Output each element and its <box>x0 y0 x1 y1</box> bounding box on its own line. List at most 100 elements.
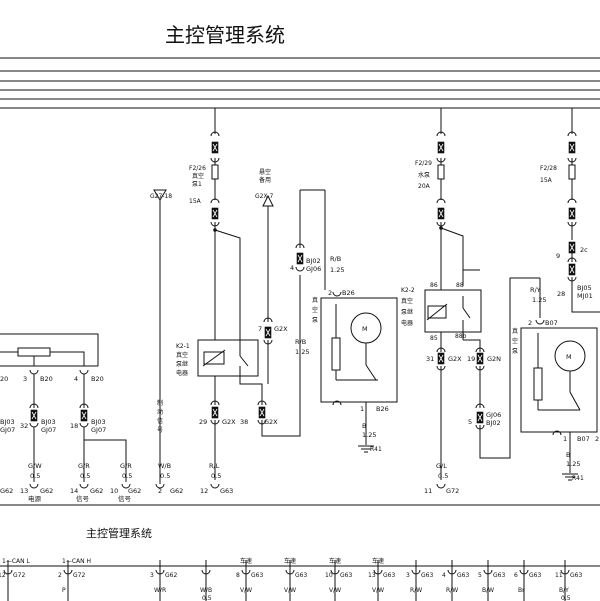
bottom-connector-icon <box>560 569 570 575</box>
bottom-wire-color: R/W <box>410 587 422 594</box>
svg-text:0.5: 0.5 <box>30 472 40 480</box>
svg-text:12: 12 <box>200 487 208 495</box>
bottom-wire-color: W/R <box>154 587 166 594</box>
fuse-f2-28: F2/28 <box>540 165 557 172</box>
bottom-pin: 4 <box>442 572 446 579</box>
svg-text:31: 31 <box>426 355 434 363</box>
svg-text:信号: 信号 <box>118 494 132 503</box>
bottom-connector-icon <box>483 569 493 575</box>
fuse-icon <box>437 164 445 180</box>
svg-text:G62: G62 <box>128 487 141 495</box>
svg-text:B07: B07 <box>545 319 558 327</box>
svg-text:悬空: 悬空 <box>259 168 271 176</box>
svg-text:88: 88 <box>456 282 464 289</box>
bottom-pin: 13 <box>368 572 376 579</box>
svg-text:真空: 真空 <box>192 172 204 180</box>
bottom-label-top: 车速 <box>329 557 341 565</box>
bottom-pin: 3 <box>406 572 410 579</box>
svg-text:3: 3 <box>23 375 27 383</box>
fuse-f2-29: F2/29 <box>415 160 432 167</box>
svg-text:真: 真 <box>312 296 318 304</box>
svg-text:GJ06: GJ06 <box>306 265 321 273</box>
svg-text:2: 2 <box>528 319 532 327</box>
svg-text:11: 11 <box>424 487 432 495</box>
spare-arrow-icon <box>262 194 274 207</box>
bottom-conn: G63 <box>493 572 505 579</box>
brake-signal-circuit: G27-18 制 动 信 号 W/B 0.5 2 G62 <box>150 189 183 495</box>
svg-text:G63: G63 <box>220 487 233 495</box>
svg-text:MJ01: MJ01 <box>577 292 593 300</box>
svg-text:38: 38 <box>240 418 248 426</box>
svg-text:9: 9 <box>556 252 560 260</box>
svg-text:20A: 20A <box>418 183 431 190</box>
bottom-conn: G63 <box>295 572 307 579</box>
svg-text:2c: 2c <box>580 246 588 254</box>
left-sensor-circuit: 20 3 B20 4 B20 BJ03 GJ07 32 BJ03 GJ07 18… <box>0 333 141 503</box>
svg-text:BJ03: BJ03 <box>91 418 106 426</box>
bottom-connector-icon <box>330 569 340 575</box>
bottom-connector-icon <box>155 569 165 575</box>
svg-text:备用: 备用 <box>259 176 271 184</box>
svg-text:B26: B26 <box>342 289 355 297</box>
bottom-conn: G72 <box>13 572 25 579</box>
svg-text:0.5: 0.5 <box>122 472 132 480</box>
svg-text:G62: G62 <box>0 487 13 495</box>
bottom-connector-icon <box>63 569 73 575</box>
diagram-title: 主控管理系统 <box>165 23 285 47</box>
svg-text:电器: 电器 <box>401 319 413 327</box>
svg-text:1: 1 <box>360 405 364 413</box>
svg-text:G/R: G/R <box>78 462 90 470</box>
svg-text:动: 动 <box>157 409 163 416</box>
bottom-wire-color: V/W <box>372 587 384 594</box>
svg-text:G62: G62 <box>90 487 103 495</box>
svg-text:4: 4 <box>74 375 78 383</box>
svg-text:20: 20 <box>0 375 8 383</box>
vacuum-pump-2-circuit: F2/28 15A 9 2c 28 BJ05 MJ01 R/Y 1.25 2 B… <box>512 108 600 482</box>
bottom-conn: G63 <box>529 572 541 579</box>
bottom-connector-icon <box>411 569 421 575</box>
bottom-wire-color: Br <box>518 587 525 594</box>
svg-text:86: 86 <box>430 282 438 289</box>
bottom-connector-row: 1—CAN L12G721—CAN H2G72P3G62W/RW/B0.5车速8… <box>0 557 582 601</box>
bottom-label-top: 1—CAN H <box>62 558 91 565</box>
svg-text:2: 2 <box>595 435 599 443</box>
bottom-pin: 12 <box>0 572 6 579</box>
svg-text:BJ03: BJ03 <box>41 418 56 426</box>
svg-text:G/R: G/R <box>120 462 132 470</box>
svg-text:GJ06: GJ06 <box>486 411 501 419</box>
svg-text:5: 5 <box>468 418 472 426</box>
svg-text:R41: R41 <box>370 446 382 453</box>
bottom-pin: 2 <box>58 572 62 579</box>
bottom-label-top: 1—CAN L <box>2 558 31 565</box>
svg-text:泵1: 泵1 <box>192 181 202 188</box>
bottom-connector-icon <box>285 569 295 575</box>
svg-text:R/L: R/L <box>209 462 220 470</box>
svg-text:2: 2 <box>328 289 332 297</box>
svg-text:15A: 15A <box>540 177 553 184</box>
bottom-connector-icon <box>3 569 13 575</box>
svg-text:B07: B07 <box>577 435 590 443</box>
bottom-pin: 10 <box>325 572 333 579</box>
svg-text:W/B: W/B <box>158 462 171 470</box>
svg-text:真: 真 <box>512 327 518 335</box>
svg-text:85: 85 <box>430 335 438 342</box>
svg-text:1.25: 1.25 <box>362 431 376 439</box>
svg-text:G27-18: G27-18 <box>150 193 172 200</box>
svg-text:K2-1: K2-1 <box>176 343 190 350</box>
svg-text:29: 29 <box>199 418 207 426</box>
svg-text:G2X: G2X <box>222 418 236 426</box>
svg-text:泵继: 泵继 <box>401 308 413 316</box>
svg-text:10: 10 <box>110 487 118 495</box>
svg-text:GJ07: GJ07 <box>41 426 56 434</box>
svg-text:BJ02: BJ02 <box>306 257 321 265</box>
fuse-f2-26: F2/26 <box>189 165 206 172</box>
svg-text:R41: R41 <box>572 475 584 482</box>
bottom-label-top: 车速 <box>240 557 252 565</box>
svg-text:真空: 真空 <box>401 297 413 305</box>
bottom-label-top: 车速 <box>372 557 384 565</box>
svg-text:19: 19 <box>467 355 475 363</box>
svg-text:泵: 泵 <box>512 348 518 355</box>
svg-text:K2-2: K2-2 <box>401 287 415 294</box>
bottom-conn: G63 <box>570 572 582 579</box>
svg-text:B20: B20 <box>91 375 104 383</box>
